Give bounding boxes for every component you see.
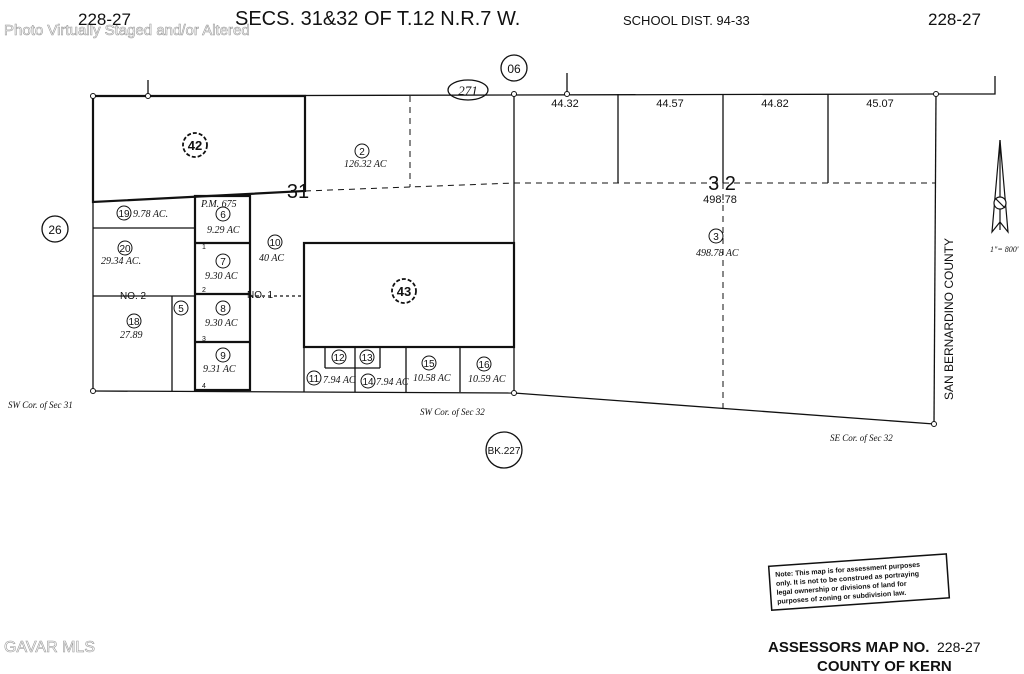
school-district: SCHOOL DIST. 94-33 (623, 13, 750, 28)
parcel-14-label: 14 (362, 377, 374, 388)
parcel-8-area: 9.30 AC (205, 318, 238, 329)
map-scale: 1"= 800' (990, 245, 1019, 254)
parcel-2-area: 126.32 AC (344, 159, 387, 170)
book-circle-26 (41, 215, 69, 243)
parcel-18-area: 27.89 (120, 330, 143, 341)
header-left-page: 228-27 (78, 10, 131, 29)
section-32-area: 498.78 (703, 194, 737, 206)
parcel-12-label: 12 (333, 353, 345, 364)
sw-cor-sec-32: SW Cor. of Sec 32 (420, 407, 485, 417)
parcel-18-label: 18 (128, 317, 140, 328)
map-title: SECS. 31&32 OF T.12 N.R.7 W. (235, 8, 520, 30)
parcel-19-area: 9.78 AC. (133, 209, 168, 220)
parcel-8-label: 8 (220, 304, 226, 315)
parcel-20-label: 20 (119, 244, 131, 255)
parcel-9-area: 9.31 AC (203, 364, 236, 375)
parcel-11-label: 11 (309, 374, 320, 385)
parcel-3-label: 3 (713, 232, 719, 243)
no-2-label: NO. 2 (120, 291, 147, 302)
parcel-7-label: 7 (220, 257, 226, 268)
lot-width-4: 45.07 (866, 98, 894, 110)
assessors-map-number: 228-27 (937, 639, 981, 655)
lot-width-3: 44.82 (761, 98, 789, 110)
parcel-9-label: 9 (220, 351, 226, 362)
lot-width-2: 44.57 (656, 98, 684, 110)
lot-width-1: 44.32 (551, 98, 579, 110)
parcel-6-label: 6 (220, 210, 226, 221)
parcel-7-area: 9.30 AC (205, 271, 238, 282)
parcel-43-label: 43 (397, 284, 411, 299)
section-31-label: 31 (287, 181, 309, 203)
assessors-map-label: ASSESSORS MAP NO. (768, 639, 929, 656)
parcel-19-label: 19 (118, 209, 130, 220)
parcel-14-area: 7.94 AC (376, 377, 409, 388)
pm-lot-3: 3 (202, 336, 206, 343)
book-circle-06 (500, 54, 528, 82)
parcel-circles (116, 143, 724, 389)
mls-badge: GAVAR MLS (4, 639, 95, 656)
parcel-10-area: 40 AC (259, 253, 284, 264)
parcel-3-area: 498.78 AC (696, 248, 739, 259)
county-line-label: SAN BERNARDINO COUNTY (942, 238, 956, 400)
corner-markers (90, 91, 939, 427)
no-1-label: NO. 1 (247, 290, 274, 301)
parcel-10-label: 10 (269, 238, 281, 249)
se-cor-sec-32: SE Cor. of Sec 32 (830, 433, 893, 443)
section-32-label: 3 2 (708, 173, 736, 195)
pm-675-label: P.M. 675 (200, 199, 237, 210)
header-right-page: 228-27 (928, 10, 981, 29)
parcel-11-area: 7.94 AC (323, 375, 356, 386)
book-ref-227: BK.227 (488, 446, 521, 457)
parcel-13-label: 13 (361, 353, 373, 364)
parcel-6-area: 9.29 AC (207, 225, 240, 236)
book-circle-227 (485, 431, 523, 469)
parcel-16-area: 10.59 AC (468, 374, 506, 385)
parcel-2-label: 2 (359, 147, 365, 158)
assessment-note: Note: This map is for assessment purpose… (767, 553, 951, 612)
parcel-43-circle (391, 278, 417, 304)
county-of-kern: COUNTY OF KERN (817, 658, 952, 674)
parcel-43-outline (302, 241, 516, 349)
book-ref-271: 271 (458, 83, 478, 98)
book-ref-26: 26 (48, 223, 62, 237)
parcel-16-label: 16 (478, 360, 490, 371)
parcel-15-label: 15 (423, 359, 435, 370)
pm-lot-4: 4 (202, 383, 206, 390)
pm-675-outline (193, 194, 252, 392)
pm-lot-2: 2 (202, 287, 206, 294)
parcel-42-label: 42 (188, 138, 202, 153)
north-arrow-icon (991, 139, 1009, 234)
book-ref-06: 06 (507, 62, 521, 76)
parcel-42-circle (182, 132, 208, 158)
sw-cor-sec-31: SW Cor. of Sec 31 (8, 400, 73, 410)
pm-lot-1: 1 (202, 244, 206, 251)
dashed-lines (304, 96, 936, 408)
parcel-15-area: 10.58 AC (413, 373, 451, 384)
watermark: Photo Virtually Staged and/or Altered (4, 22, 250, 39)
parcel-20-area: 29.34 AC. (101, 256, 141, 267)
parcel-5-label: 5 (178, 304, 184, 315)
